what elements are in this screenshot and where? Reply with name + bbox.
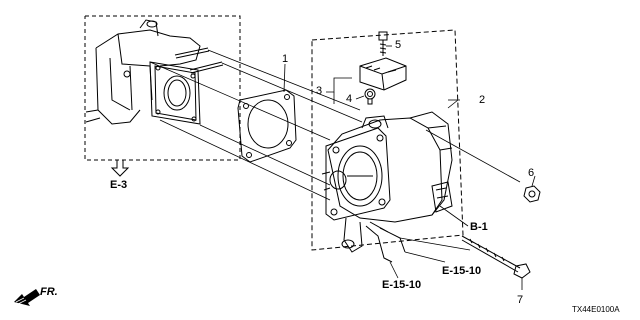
- dashed-reference-box: [84, 15, 241, 161]
- bolt-7: [461, 235, 531, 279]
- front-direction-arrow-icon: [14, 289, 40, 306]
- intake-manifold-reference: [84, 15, 241, 161]
- bolt-5: [378, 31, 388, 56]
- outline-arrow-down-icon: [110, 160, 130, 177]
- throttle-body: [321, 111, 453, 263]
- throttle-body-dashed-box: [311, 29, 464, 251]
- leader-lines: [283, 45, 536, 290]
- nut-6: [523, 185, 541, 203]
- map-sensor: [359, 57, 407, 105]
- gasket: [237, 89, 297, 163]
